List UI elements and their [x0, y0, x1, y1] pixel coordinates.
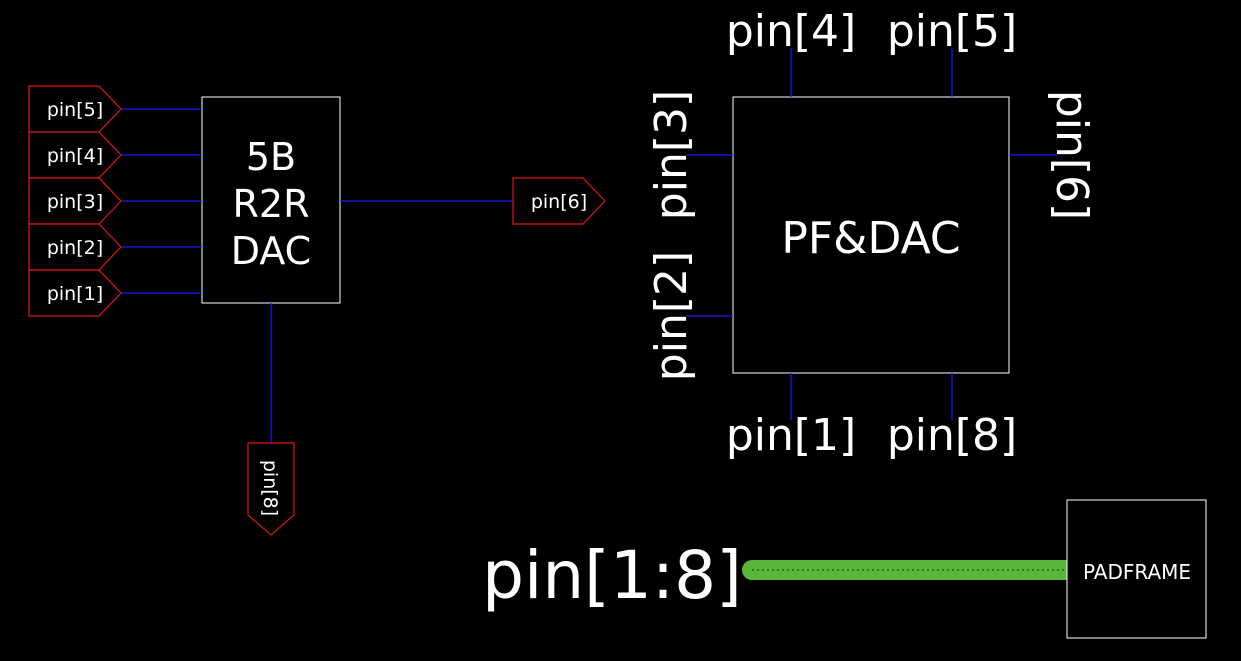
pf-dac-pin-bottom-left: pin[1] — [726, 410, 856, 461]
port-label: pin[1] — [47, 283, 103, 305]
port-label: pin[3] — [47, 191, 103, 213]
dac-title-line-1: 5B — [246, 135, 296, 179]
pf-dac-pin-top-left: pin[4] — [726, 6, 856, 57]
dac-title-line-2: R2R — [233, 182, 310, 226]
port-input-pin5[interactable]: pin[5] — [28, 85, 122, 133]
port-label: pin[5] — [47, 99, 103, 121]
pf-dac-box[interactable] — [732, 96, 1010, 374]
port-input-pin3[interactable]: pin[3] — [28, 177, 122, 225]
padframe-block[interactable]: PADFRAME — [1066, 499, 1207, 639]
pf-dac-pin-left-top: pin[3] — [646, 90, 697, 220]
port-input-pin1[interactable]: pin[1] — [28, 269, 122, 317]
pf-dac-pin-bottom-right: pin[8] — [887, 410, 1017, 461]
port-label: pin[6] — [531, 191, 587, 213]
r2r-dac-block[interactable]: 5B R2R DAC — [201, 96, 341, 304]
port-output-pin8[interactable]: pin[8] — [247, 442, 295, 536]
port-input-pin4[interactable]: pin[4] — [28, 131, 122, 179]
pf-dac-pin-top-right: pin[5] — [887, 6, 1017, 57]
pf-dac-title: PF&DAC — [781, 213, 960, 264]
padframe-title: PADFRAME — [1083, 560, 1191, 584]
port-input-pin2[interactable]: pin[2] — [28, 223, 122, 271]
pf-dac-block[interactable]: PF&DAC — [732, 96, 1010, 374]
dac-title-line-3: DAC — [231, 229, 311, 273]
port-label: pin[4] — [47, 145, 103, 167]
port-output-pin6[interactable]: pin[6] — [512, 177, 606, 225]
padframe-box[interactable] — [1066, 499, 1207, 639]
port-label: pin[2] — [47, 237, 103, 259]
pf-dac-pin-right: pin[6] — [1046, 90, 1097, 220]
bus-label: pin[1:8] — [482, 537, 742, 614]
pf-dac-pin-left-bottom: pin[2] — [646, 251, 697, 381]
port-label: pin[8] — [259, 460, 281, 516]
dac-box[interactable] — [201, 96, 341, 304]
